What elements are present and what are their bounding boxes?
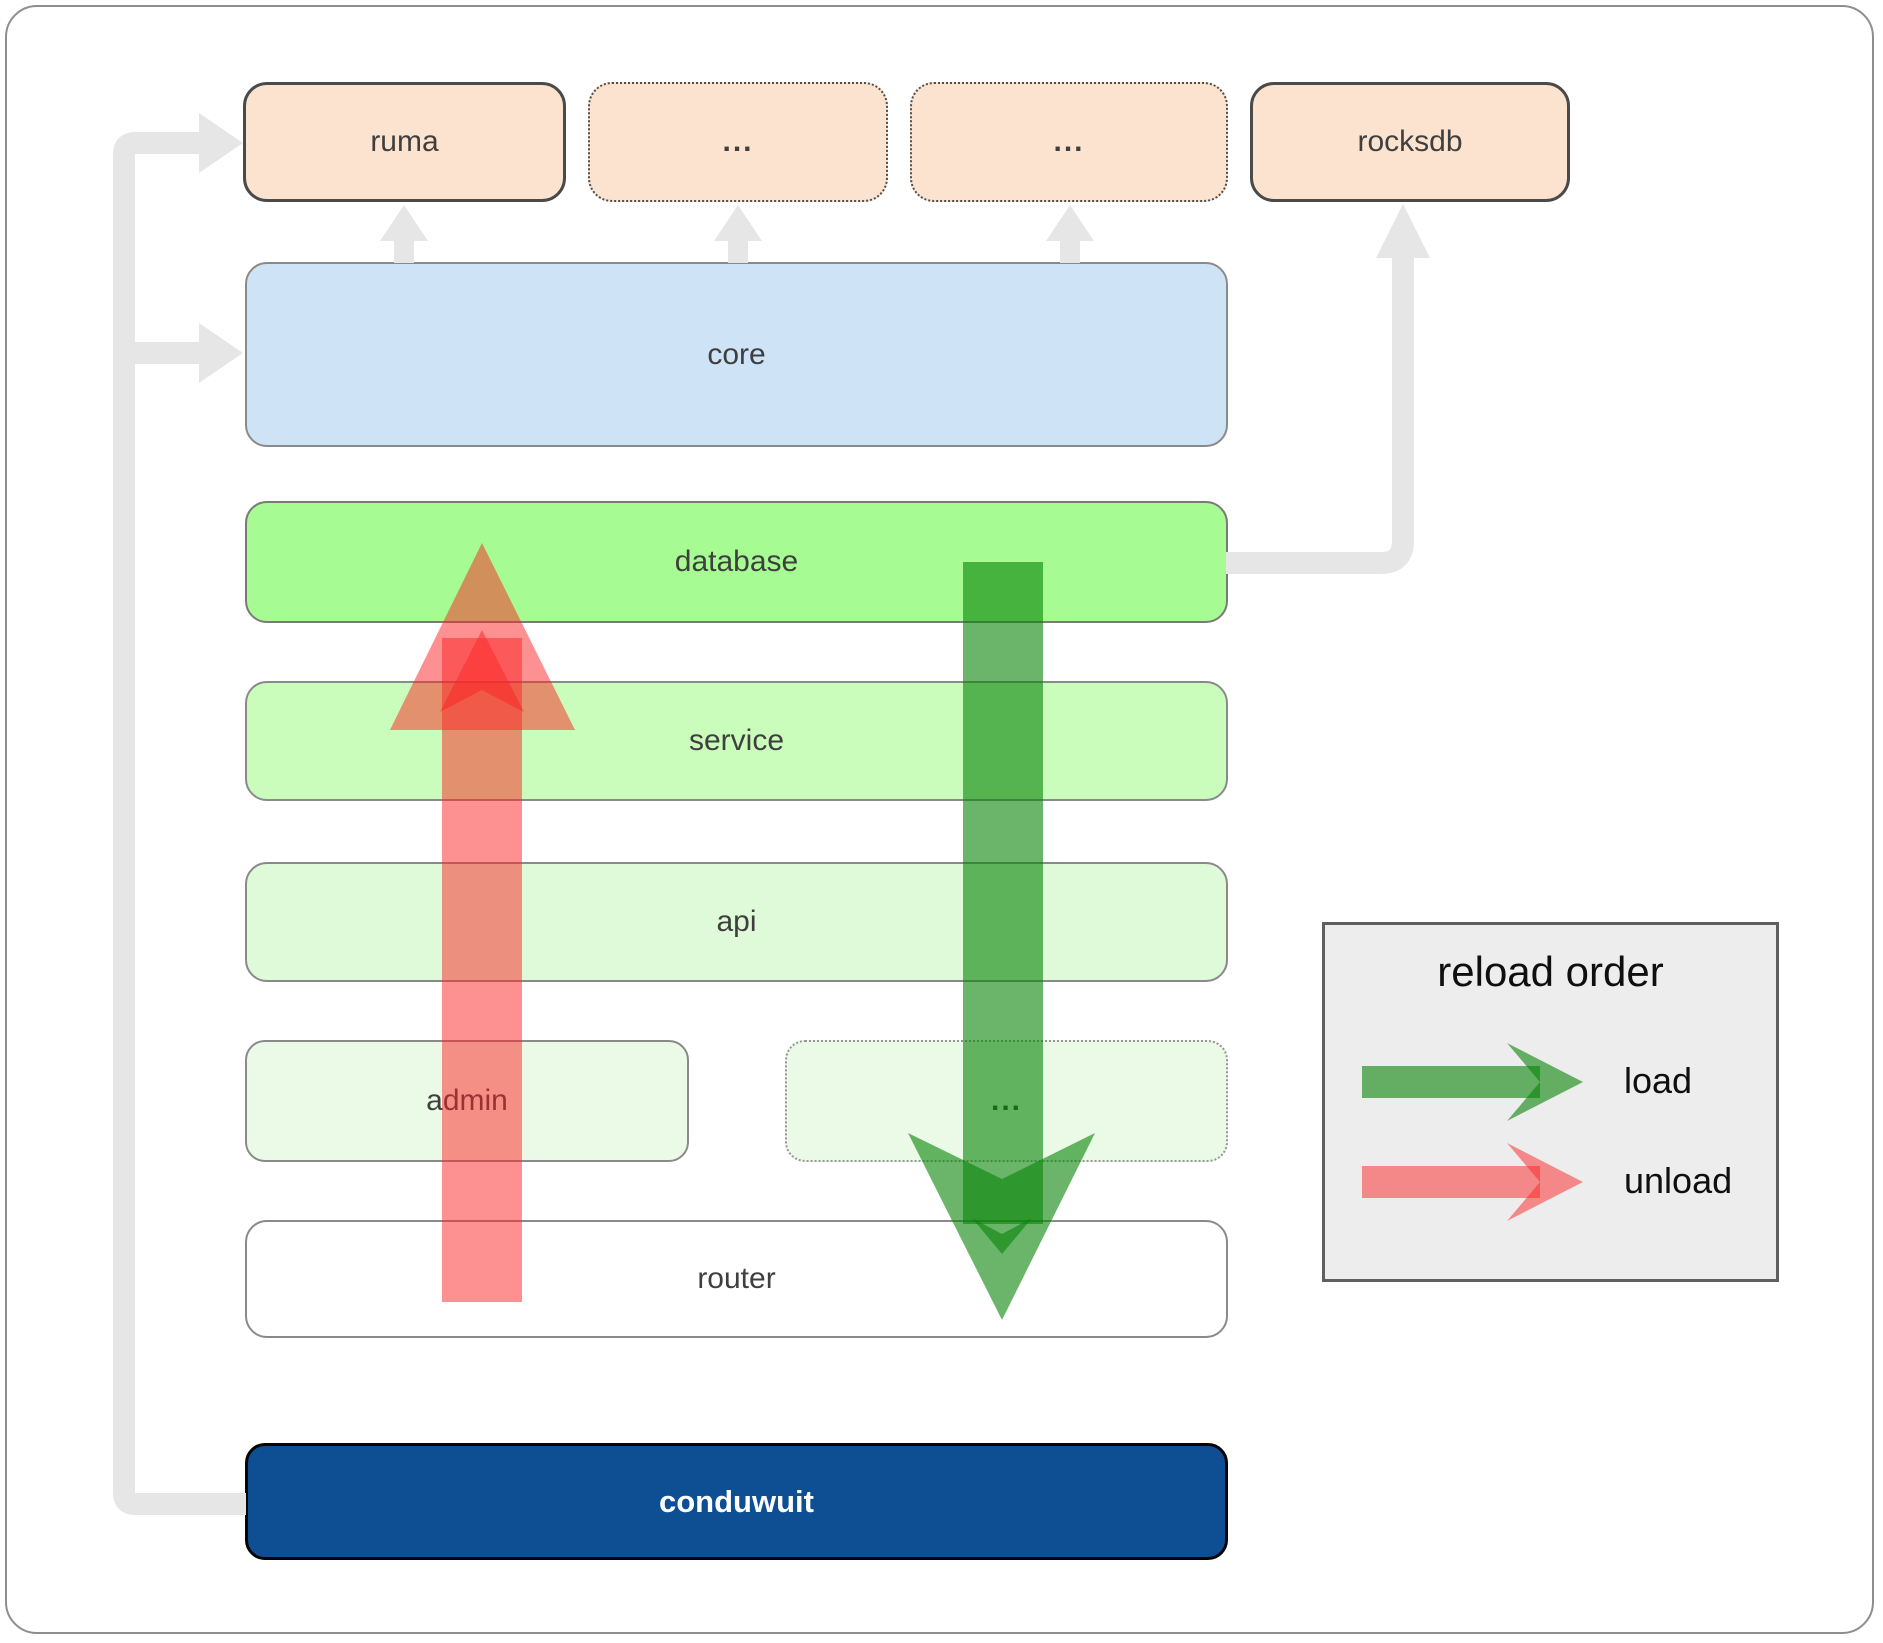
node-ruma-label: ruma [370,125,439,158]
node-core: core [245,262,1228,447]
node-more-2: ... [910,82,1228,202]
node-more-1: ... [588,82,888,202]
node-conduwuit: conduwuit [245,1443,1228,1560]
node-service: service [245,681,1228,801]
node-router-label: router [697,1262,776,1295]
node-conduwuit-label: conduwuit [659,1483,814,1519]
outer-frame [5,5,1874,1634]
node-core-label: core [707,337,766,371]
node-more-1-label: ... [722,125,754,158]
node-admin-more-label: ... [990,1084,1022,1117]
node-admin-label: admin [426,1084,508,1117]
node-admin-more: ... [785,1040,1228,1162]
node-api-label: api [716,905,757,938]
node-database-label: database [674,545,799,578]
node-database: database [245,501,1228,623]
node-rocksdb: rocksdb [1250,82,1570,202]
node-rocksdb-label: rocksdb [1357,125,1463,158]
node-more-2-label: ... [1053,125,1085,158]
node-admin: admin [245,1040,689,1162]
node-ruma: ruma [243,82,566,202]
legend-label-load: load [1624,1060,1693,1101]
node-router: router [245,1220,1228,1338]
legend-title: reload order [1437,948,1664,995]
node-api: api [245,862,1228,982]
legend-label-unload: unload [1624,1160,1733,1201]
node-service-label: service [688,724,785,757]
